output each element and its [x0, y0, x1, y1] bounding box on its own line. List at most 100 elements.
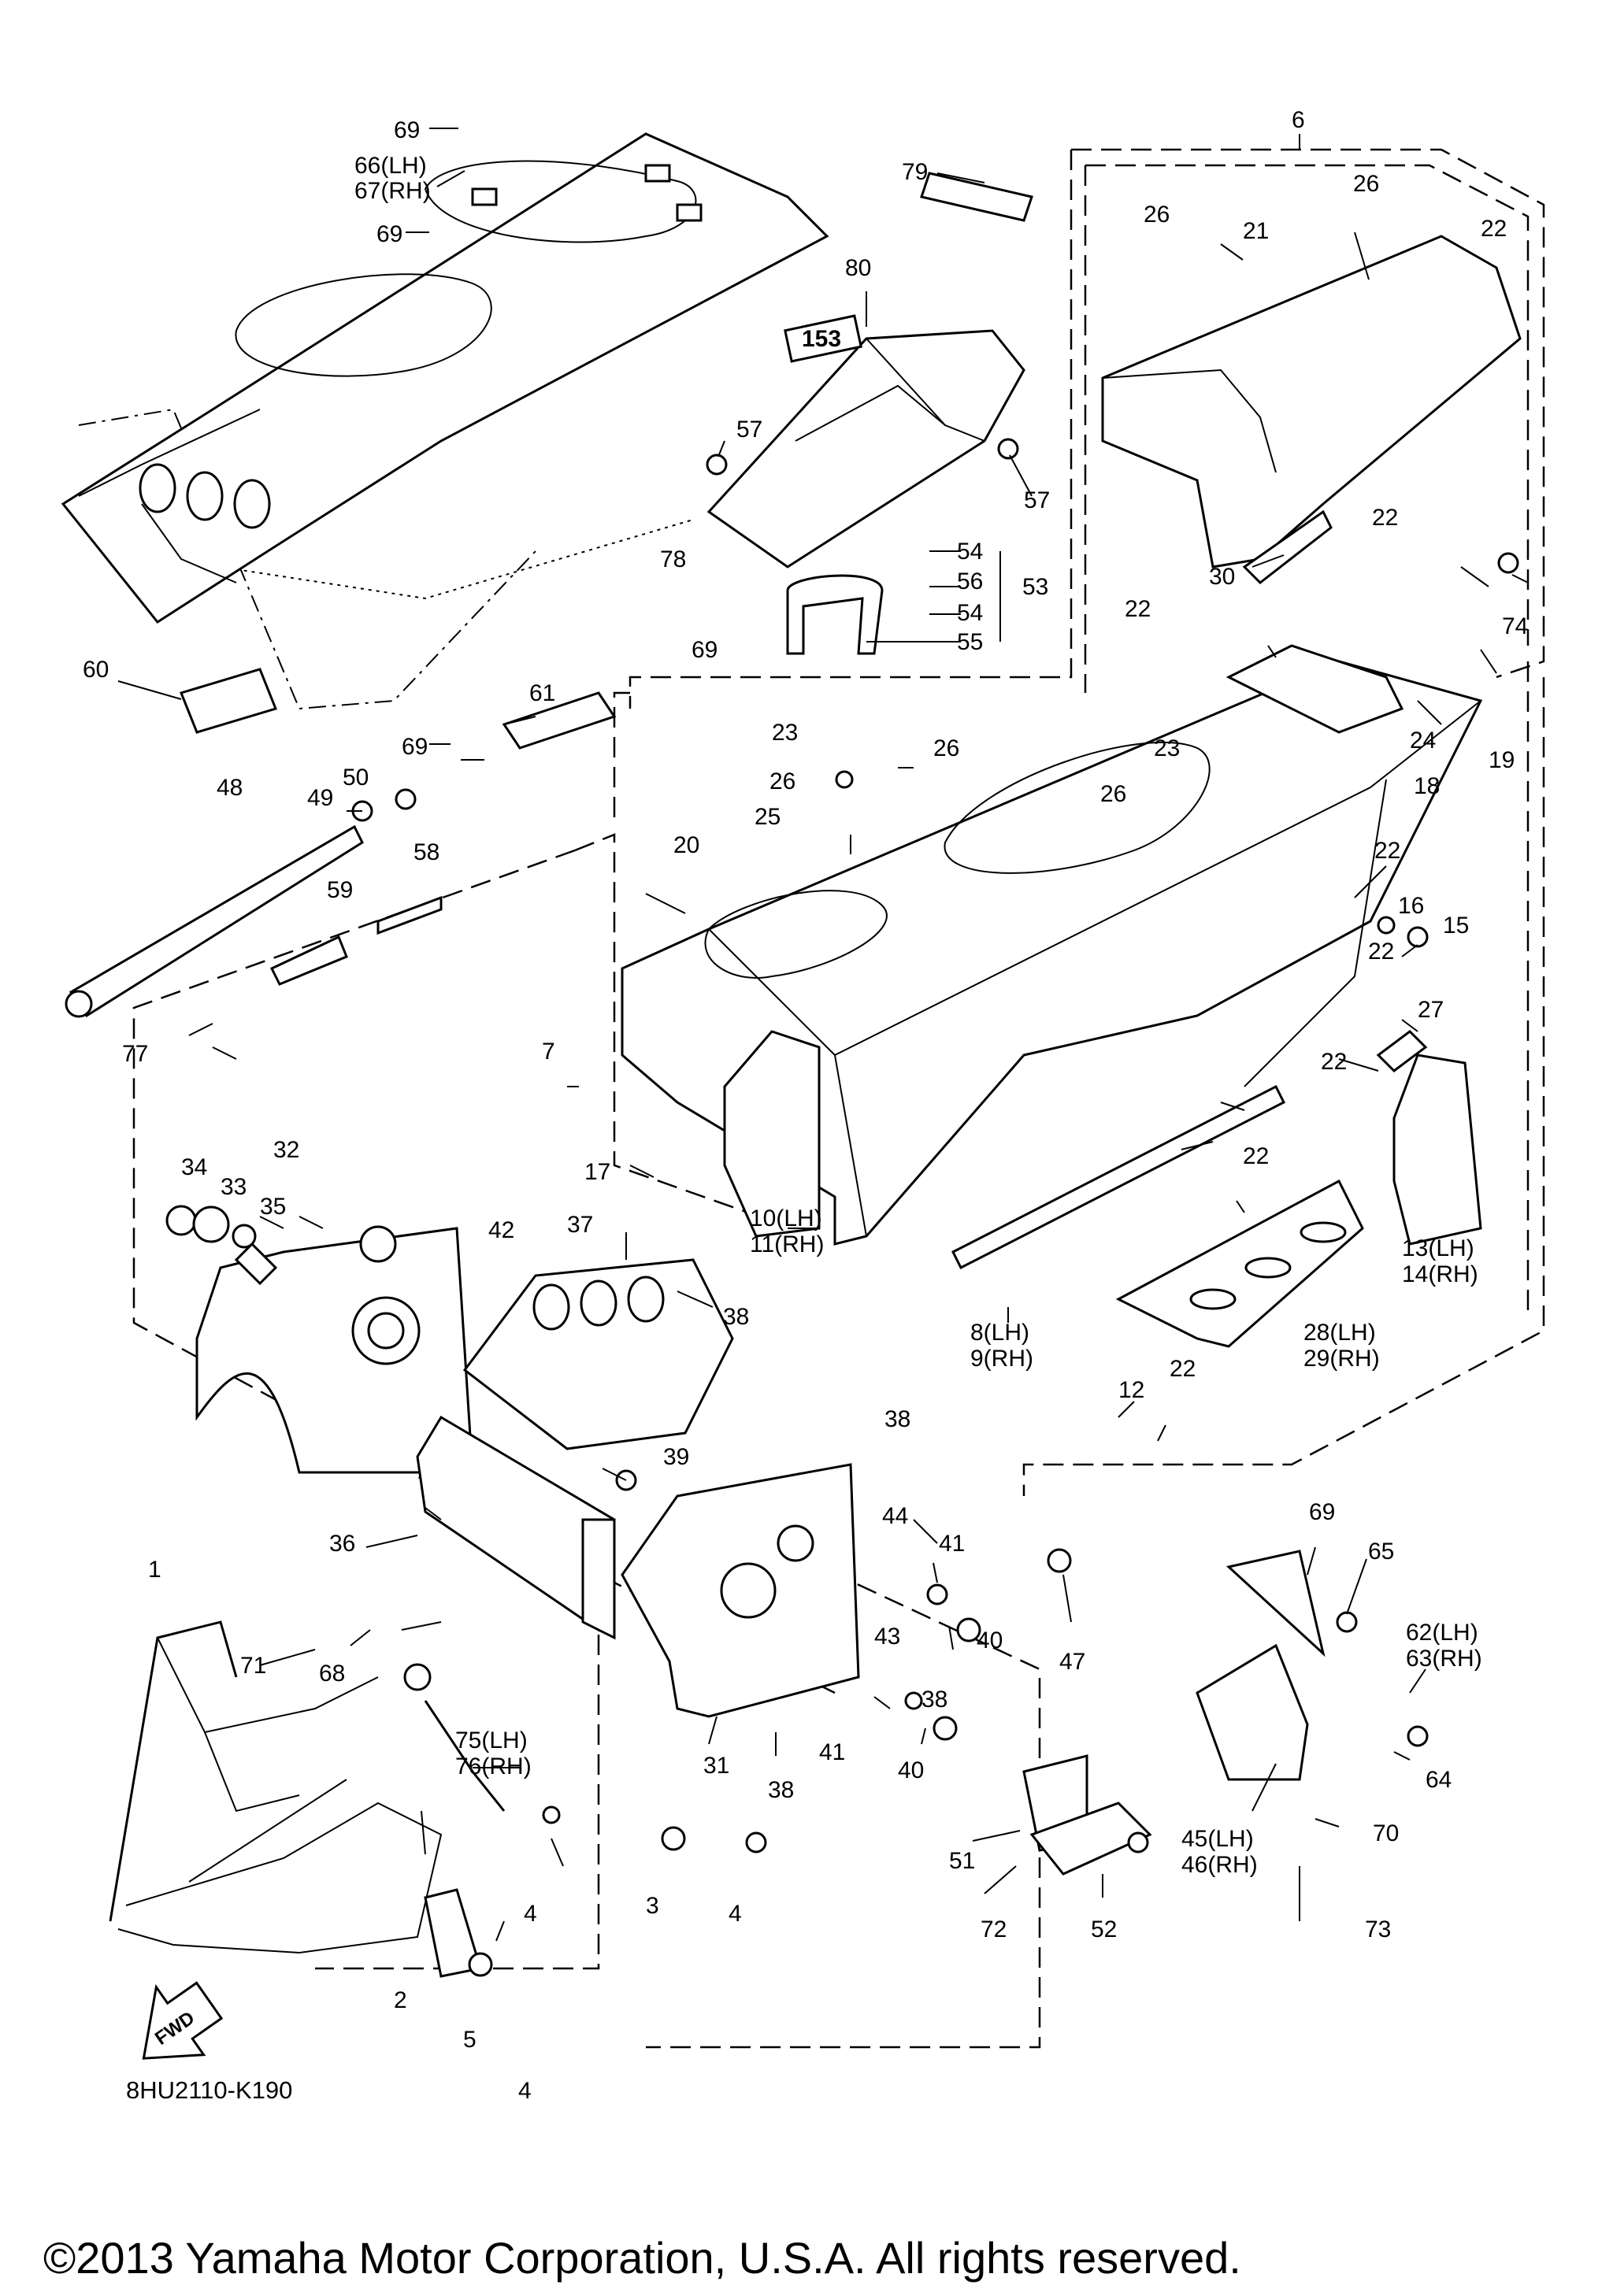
callout-20: 20	[673, 832, 699, 858]
callout-24: 24	[1410, 728, 1436, 754]
callout-50: 50	[343, 765, 369, 791]
footrest-step	[424, 1550, 1326, 1978]
callout-14: 14(RH)	[1402, 1261, 1478, 1287]
callout-10: 10(LH)	[750, 1205, 822, 1231]
callout-45: 45(LH)	[1181, 1826, 1254, 1852]
callout-27: 27	[1418, 997, 1444, 1023]
callout-79: 79	[902, 159, 928, 185]
callout-18: 18	[1414, 773, 1440, 799]
callout-36: 36	[329, 1531, 355, 1557]
callout-54: 54	[957, 600, 983, 626]
group-boundaries	[78, 134, 1545, 2049]
callout-23: 23	[772, 720, 798, 746]
rack-rail	[951, 779, 1387, 1270]
callout-38: 38	[884, 1406, 910, 1432]
callout-41: 41	[939, 1531, 965, 1557]
callout-53: 53	[1022, 574, 1048, 600]
callout-5: 5	[463, 2027, 476, 2053]
callout-58: 58	[413, 839, 439, 865]
fwd-arrow-icon: FWD	[142, 1981, 224, 2060]
callout-33: 33	[221, 1174, 247, 1200]
callout-29: 29(RH)	[1303, 1346, 1380, 1372]
callout-13: 13(LH)	[1402, 1235, 1474, 1261]
callout-38: 38	[921, 1687, 947, 1713]
front-bulkhead-plate	[462, 1258, 734, 1450]
callout-22: 22	[1372, 505, 1398, 531]
callout-64: 64	[1426, 1767, 1452, 1793]
callout-48: 48	[217, 775, 243, 801]
callout-26: 26	[933, 735, 959, 761]
callout-51: 51	[949, 1848, 975, 1874]
callout-28: 28(LH)	[1303, 1320, 1376, 1346]
callout-26: 26	[1144, 202, 1170, 228]
callout-44: 44	[882, 1503, 908, 1529]
callout-11: 11(RH)	[750, 1231, 824, 1257]
callout-22: 22	[1170, 1356, 1196, 1382]
callout-4: 4	[518, 2078, 532, 2104]
callout-68: 68	[319, 1661, 345, 1687]
callout-78: 78	[660, 546, 686, 572]
exhaust-tube-and-covers	[65, 668, 617, 1286]
callout-49: 49	[307, 785, 333, 811]
callout-22: 22	[1374, 838, 1400, 864]
callout-19: 19	[1489, 747, 1515, 773]
chaincase-plate	[165, 1205, 474, 1474]
callout-55: 55	[957, 629, 983, 655]
leader-lines	[117, 128, 1529, 1942]
callout-69: 69	[394, 117, 420, 143]
callout-26: 26	[769, 768, 795, 794]
callout-30: 30	[1209, 564, 1235, 590]
callout-52: 52	[1091, 1916, 1117, 1942]
tunnel-skid-plate	[1115, 1179, 1364, 1348]
callout-35: 35	[260, 1194, 286, 1220]
callout-42: 42	[488, 1217, 514, 1243]
callout-32: 32	[273, 1137, 299, 1163]
callout-16: 16	[1398, 893, 1424, 919]
callout-47: 47	[1059, 1649, 1085, 1675]
callout-59: 59	[327, 877, 353, 903]
callout-40: 40	[977, 1628, 1003, 1653]
callout-56: 56	[957, 568, 983, 594]
decal-153: 153	[802, 326, 841, 352]
callout-38: 38	[723, 1304, 749, 1330]
callout-69: 69	[692, 637, 718, 663]
callout-6: 6	[1292, 107, 1305, 133]
rear-tunnel-cover-panel	[61, 132, 829, 624]
callout-77: 77	[122, 1041, 148, 1067]
callout-67: 67(RH)	[354, 178, 431, 204]
callout-4: 4	[524, 1901, 537, 1927]
callout-71: 71	[240, 1653, 266, 1679]
callout-15: 15	[1443, 913, 1469, 939]
callout-72: 72	[981, 1916, 1007, 1942]
callout-26: 26	[1353, 171, 1379, 197]
callout-9: 9(RH)	[970, 1346, 1033, 1372]
callout-57: 57	[1024, 487, 1050, 513]
callout-57: 57	[736, 417, 762, 443]
callout-34: 34	[181, 1154, 207, 1180]
callout-25: 25	[755, 804, 781, 830]
callout-8: 8(LH)	[970, 1320, 1029, 1346]
callout-22: 22	[1321, 1049, 1347, 1075]
callout-66: 66(LH)	[354, 153, 427, 179]
rear-bumper-housing: 153	[706, 314, 1025, 655]
callout-1: 1	[148, 1557, 161, 1583]
callout-63: 63(RH)	[1406, 1646, 1482, 1672]
callout-75: 75(LH)	[455, 1728, 528, 1753]
callout-17: 17	[584, 1159, 610, 1185]
callout-69: 69	[402, 734, 428, 760]
figure-code: 8HU2110-K190	[126, 2076, 292, 2104]
tunnel-side-brackets	[723, 1030, 1482, 1246]
callout-22: 22	[1125, 596, 1151, 622]
copyright-notice: ©2013 Yamaha Motor Corporation, U.S.A. A…	[43, 2233, 1241, 2283]
callout-26: 26	[1100, 781, 1126, 807]
callout-23: 23	[1154, 735, 1180, 761]
heat-exchanger	[416, 1415, 616, 1640]
rear-tunnel-top	[920, 172, 1522, 584]
callout-41: 41	[819, 1739, 845, 1765]
callout-69: 69	[376, 221, 402, 247]
callout-54: 54	[957, 539, 983, 565]
part-callouts: 69 66(LH) 67(RH) 69 79 80 6 26 26 21 22 …	[83, 107, 1528, 2104]
callout-76: 76(RH)	[455, 1753, 532, 1779]
callout-80: 80	[845, 255, 871, 281]
callout-38: 38	[768, 1777, 794, 1803]
